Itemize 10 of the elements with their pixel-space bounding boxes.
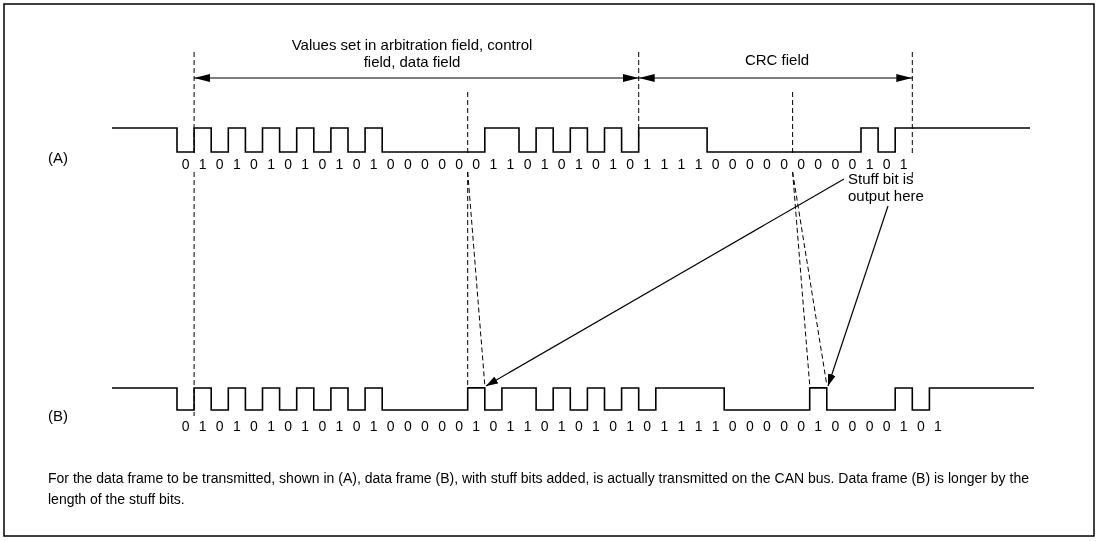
caption: For the data frame to be transmitted, shown in (A), data frame (B), with stuff bits added, is actually transmitted on the CAN bus. Data frame (B) is longer by the length of the stuff bits. [48, 469, 1030, 509]
row-label: (A) [48, 149, 69, 166]
annotation-text: Stuff bit is output here [848, 170, 943, 204]
bit-sequence: 0 1 0 1 0 1 0 1 0 1 0 1 0 0 0 0 0 1 0 1 1 0 1 0 1 0 1 0 1 1 1 1 0 0 0 0 0 1 0 0 0 0 1 0 1 [181, 418, 945, 434]
leader-arrow [485, 178, 845, 387]
leader-arrow [827, 205, 889, 387]
bit-sequence: 0 1 0 1 0 1 0 1 0 1 0 1 0 0 0 0 0 0 1 1 0 1 0 1 0 1 0 1 1 1 1 0 0 0 0 0 0 0 0 0 1 0 1 [181, 156, 911, 172]
field-label: CRC field [743, 51, 811, 68]
row-label: (B) [48, 407, 69, 424]
field-label: Values set in arbitration field, control field, data field [290, 36, 534, 70]
